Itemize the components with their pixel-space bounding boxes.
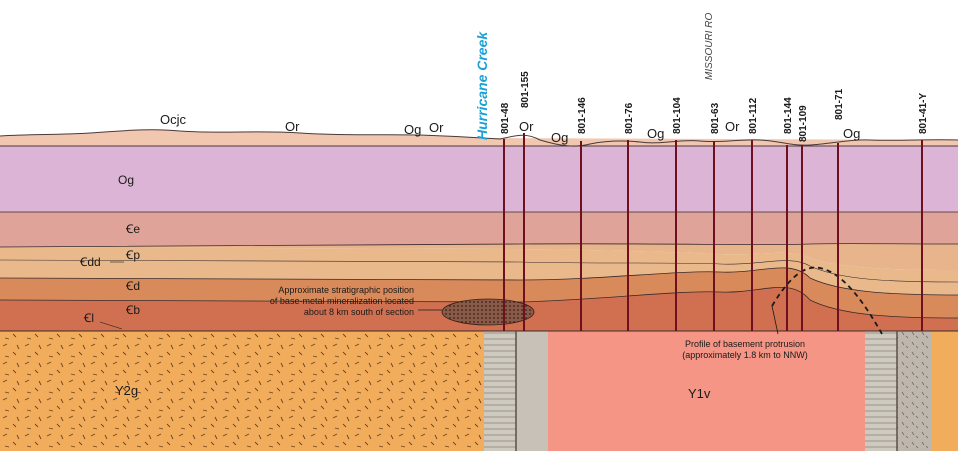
ce-cp-transition	[0, 243, 958, 270]
surface-label-or-1: Or	[285, 119, 300, 134]
road-label: MISSOURI RO	[704, 13, 715, 80]
surface-label-or-4: Or	[725, 119, 740, 134]
unit-label-cd: Ꞓd	[125, 279, 140, 293]
cp-unit	[0, 247, 958, 295]
surface-profile	[0, 129, 958, 147]
unit-label-cdd: Ꞓdd	[79, 255, 101, 269]
surface-label-or-2: Or	[429, 120, 444, 135]
mineralization-note-line-1: Approximate stratigraphic position	[278, 285, 414, 295]
surface-label-og-2: Og	[551, 130, 568, 145]
unit-label-og: Og	[118, 173, 134, 187]
protrusion-note-line-1: Profile of basement protrusion	[685, 339, 805, 349]
fault-zone-left-b	[516, 331, 548, 451]
well-label-801-144: 801-144	[783, 97, 794, 134]
well-label-801-48: 801-48	[500, 102, 511, 134]
unit-label-cp: Ꞓp	[125, 248, 140, 262]
well-label-801-146: 801-146	[577, 97, 588, 134]
surface-label-ocjc: Ocjc	[160, 112, 187, 127]
well-label-801-155: 801-155	[520, 71, 531, 108]
unit-label-y2g: Y2g	[115, 383, 138, 398]
mineralization-note-line-2: of base-metal mineralization located	[270, 296, 414, 306]
cl-leader	[99, 321, 123, 330]
drill-holes	[503, 133, 923, 331]
well-label-801-41-y: 801-41-Y	[918, 93, 929, 134]
well-label-801-112: 801-112	[748, 97, 759, 134]
y1v-right-sliver	[931, 331, 958, 451]
mineralization-zone	[441, 298, 535, 326]
well-label-801-109: 801-109	[798, 105, 809, 142]
surface-label-og-1: Og	[404, 122, 421, 137]
ce-unit	[0, 212, 958, 247]
fault-zone-right-b	[897, 331, 931, 451]
creek-label: Hurricane Creek	[474, 31, 490, 140]
mineralization-note-line-3: about 8 km south of section	[304, 307, 414, 317]
og-unit	[0, 146, 958, 212]
cd-unit	[0, 267, 958, 318]
well-label-801-63: 801-63	[710, 102, 721, 134]
unit-label-y1v: Y1v	[688, 386, 711, 401]
layer-boundaries	[0, 211, 958, 332]
protrusion-leader	[771, 305, 779, 335]
surface-label-og-4: Og	[843, 126, 860, 141]
fault-zone-right-a	[865, 331, 897, 451]
y1v-fill-lower	[548, 331, 865, 451]
well-label-801-76: 801-76	[624, 102, 635, 134]
fault-zone-left-a	[484, 331, 516, 451]
surface-label-og-3: Og	[647, 126, 664, 141]
unit-label-cl: Ꞓl	[83, 311, 94, 325]
protrusion-note-line-2: (approximately 1.8 km to NNW)	[682, 350, 808, 360]
unit-label-ce: Ꞓe	[125, 222, 140, 236]
well-label-801-104: 801-104	[672, 97, 683, 134]
surface-unit	[0, 129, 958, 146]
protrusion-profile	[771, 266, 883, 335]
well-label-801-71: 801-71	[834, 88, 845, 120]
surface-label-or-3: Or	[519, 119, 534, 134]
unit-label-cb: Ꞓb	[125, 303, 140, 317]
